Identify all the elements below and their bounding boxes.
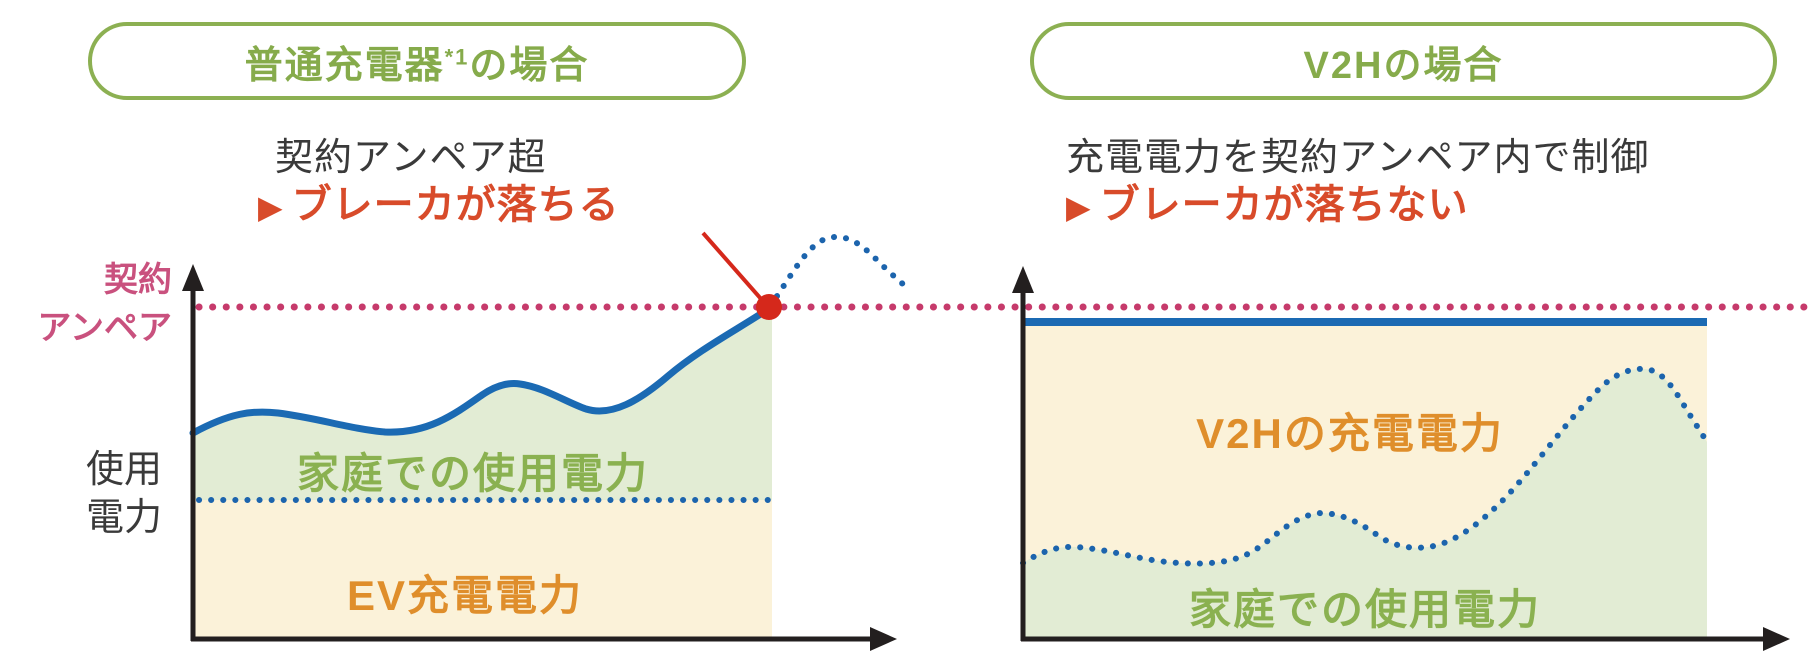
right-x-axis-arrow-icon bbox=[1763, 627, 1790, 651]
right-usage-dotted-curve bbox=[1020, 365, 1710, 567]
right-v2h-charge-label: V2Hの充電電力 bbox=[1196, 410, 1504, 457]
right-alert: ▶ブレーカが落ちない bbox=[1066, 172, 1469, 230]
right-title-pill: V2Hの場合 bbox=[1030, 22, 1777, 100]
left-title-pill: 普通充電器*1の場合 bbox=[88, 22, 746, 100]
left-overshoot-dotted-curve bbox=[767, 233, 907, 309]
left-chart-overlays bbox=[182, 231, 907, 651]
right-home-usage-label: 家庭での使用電力 bbox=[1188, 586, 1541, 633]
triangle-marker-icon: ▶ bbox=[258, 189, 284, 225]
right-subtitle: 充電電力を契約アンペア内で制御 bbox=[1066, 137, 1650, 179]
left-subtitle: 契約アンペア超 bbox=[275, 137, 547, 179]
right-y-axis-arrow-icon bbox=[1012, 266, 1034, 293]
left-title-footnote-mark: *1 bbox=[444, 43, 470, 69]
contract-amperage-axis-label: 契約 アンペア bbox=[37, 261, 172, 347]
left-alert-text: ブレーカが落ちる bbox=[291, 183, 620, 227]
left-title-text: 普通充電器*1の場合 bbox=[244, 43, 590, 87]
left-x-axis-arrow-icon bbox=[870, 627, 897, 651]
right-chart bbox=[1012, 266, 1790, 651]
breaker-trip-point bbox=[756, 294, 782, 320]
left-ev-charge-area bbox=[193, 500, 772, 637]
left-chart bbox=[189, 304, 774, 637]
triangle-marker-icon: ▶ bbox=[1066, 189, 1092, 225]
usage-power-axis-label: 使用 電力 bbox=[85, 449, 162, 539]
right-alert-text: ブレーカが落ちない bbox=[1099, 183, 1469, 227]
breaker-pointer-line bbox=[701, 231, 764, 302]
left-y-axis-arrow-icon bbox=[182, 264, 204, 291]
right-title-text: V2Hの場合 bbox=[1303, 44, 1504, 87]
right-home-usage-area bbox=[1023, 368, 1707, 637]
left-ev-charge-label: EV充電電力 bbox=[346, 572, 584, 619]
left-alert: ▶ブレーカが落ちる bbox=[258, 172, 620, 230]
left-home-usage-label: 家庭での使用電力 bbox=[296, 450, 649, 497]
left-usage-curve bbox=[189, 304, 774, 437]
